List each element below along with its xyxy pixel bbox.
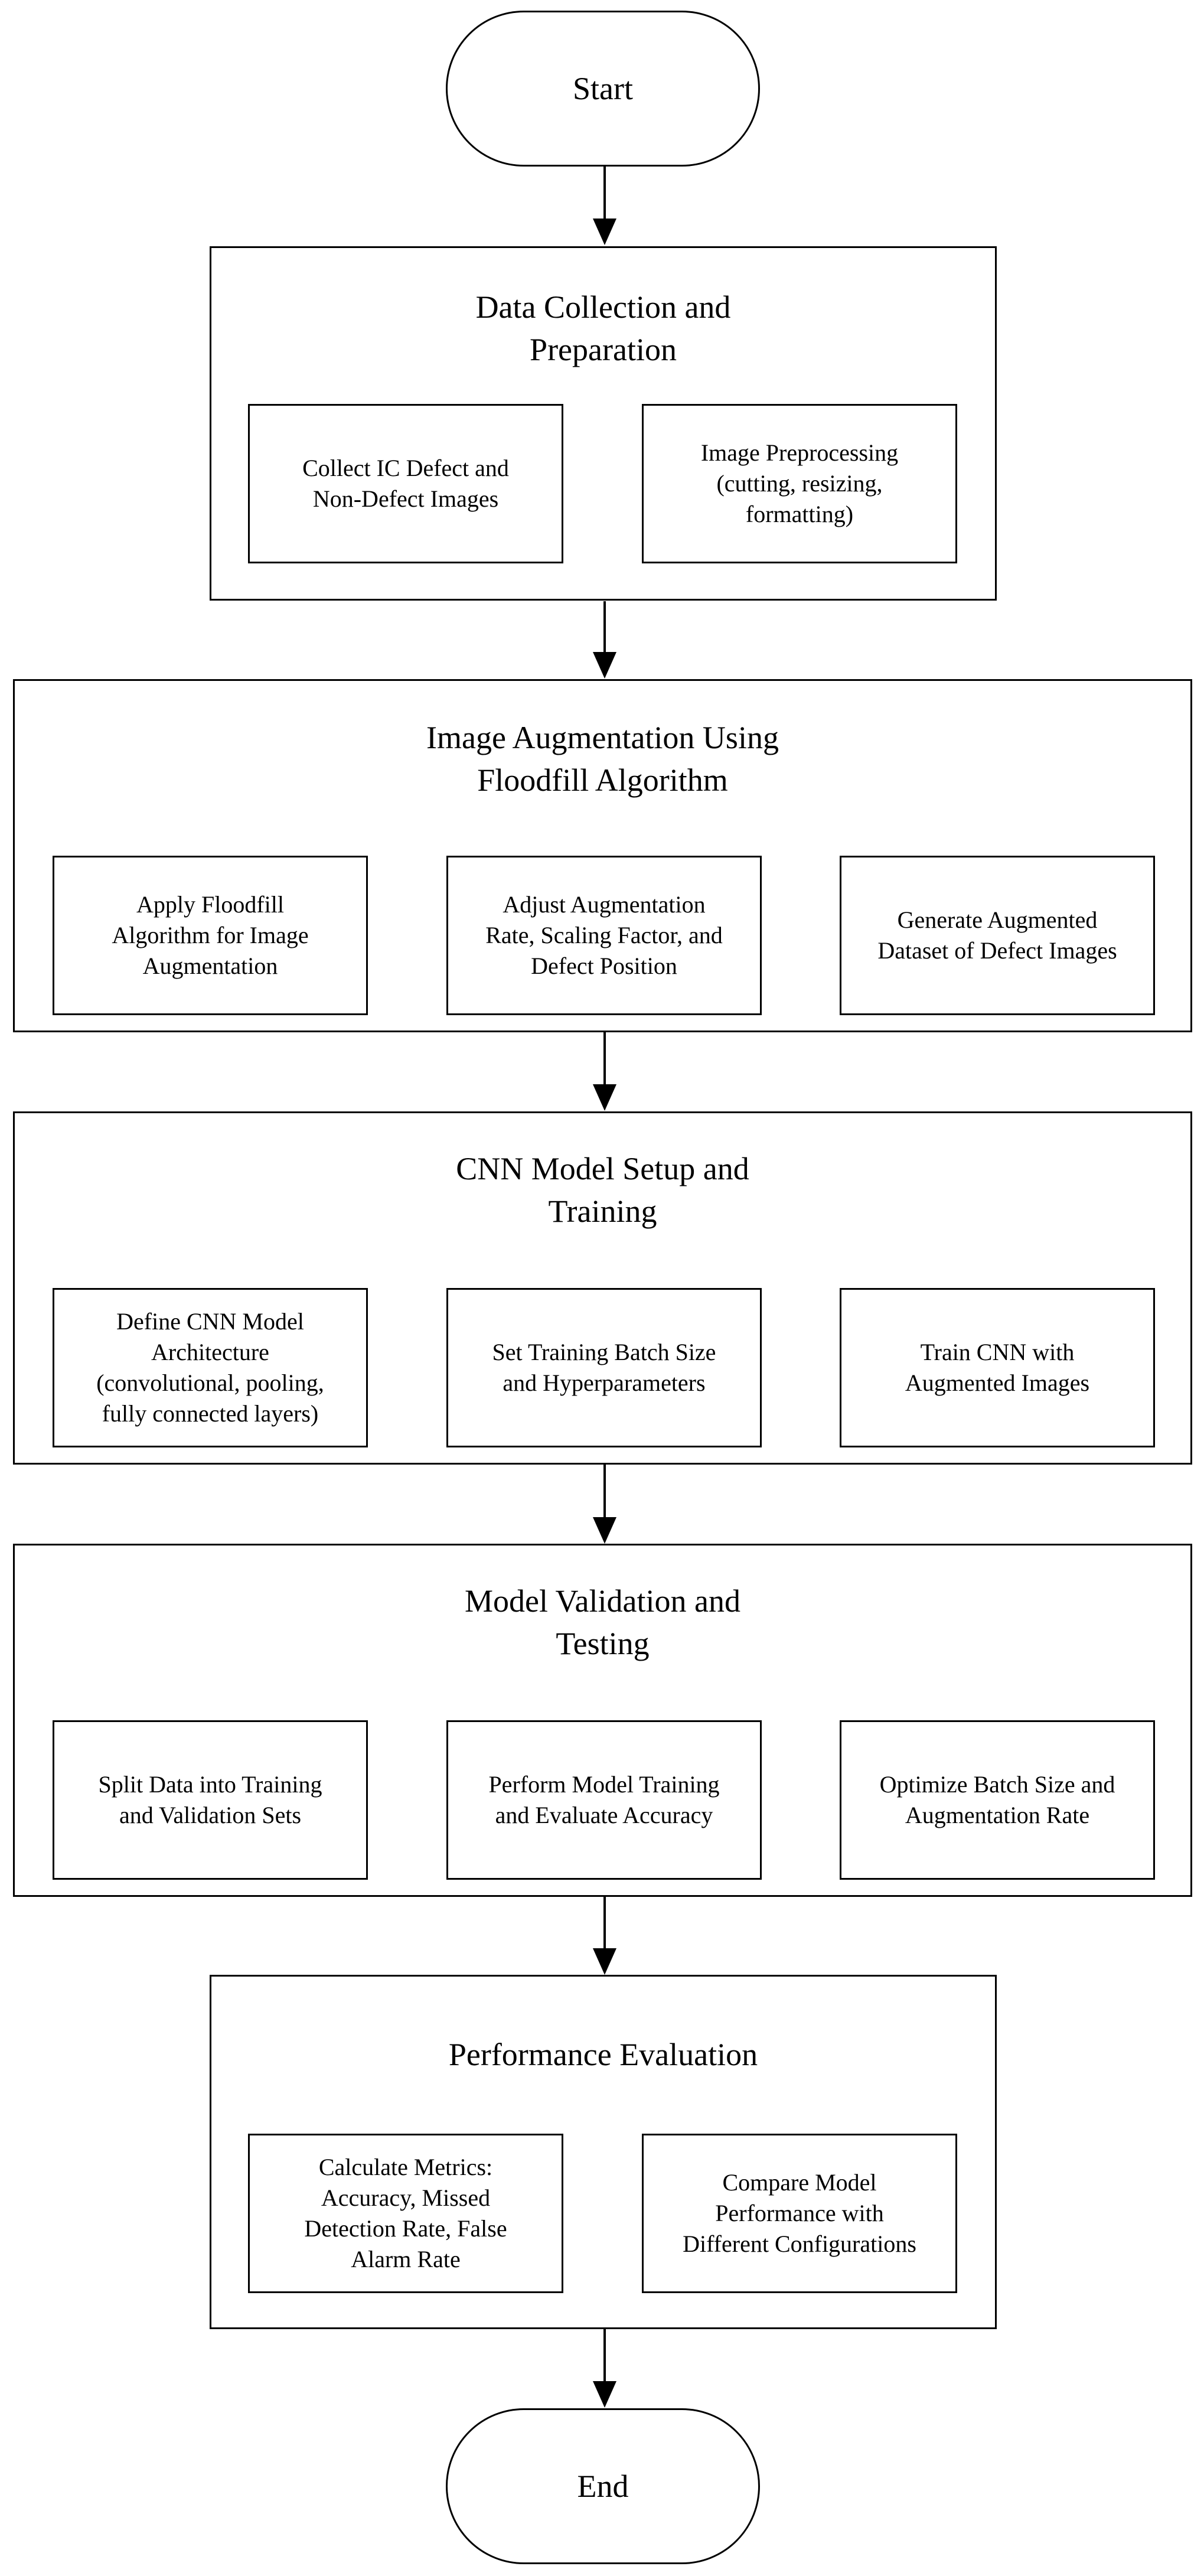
step-generate-dataset: Generate Augmented Dataset of Defect Ima…: [840, 856, 1155, 1015]
stage-model-validation: Model Validation and Testing Split Data …: [13, 1544, 1192, 1897]
step-text-line: (convolutional, pooling,: [96, 1369, 324, 1396]
step-text-line: Define CNN Model: [116, 1308, 304, 1335]
stage-performance-evaluation: Performance Evaluation Calculate Metrics…: [210, 1975, 997, 2329]
step-text-line: Image Preprocessing: [700, 439, 899, 466]
step-apply-floodfill: Apply Floodfill Algorithm for Image Augm…: [53, 856, 368, 1015]
step-set-batch-size: Set Training Batch Size and Hyperparamet…: [446, 1288, 762, 1447]
step-compare-performance: Compare Model Performance with Different…: [642, 2134, 957, 2293]
arrowhead: [593, 2381, 616, 2408]
step-text-line: Defect Position: [531, 953, 677, 979]
arrowhead: [593, 1084, 616, 1111]
stage-title: CNN Model Setup and Training: [15, 1147, 1190, 1232]
step-text-line: Generate Augmented: [897, 907, 1098, 933]
step-text-line: Algorithm for Image: [112, 922, 309, 948]
step-text-line: and Validation Sets: [119, 1802, 302, 1828]
step-text-line: and Evaluate Accuracy: [495, 1802, 713, 1828]
stage-title: Data Collection and Preparation: [211, 286, 995, 371]
arrowhead: [593, 1517, 616, 1544]
step-text-line: Different Configurations: [683, 2231, 916, 2257]
step-adjust-augmentation: Adjust Augmentation Rate, Scaling Factor…: [446, 856, 762, 1015]
step-text-line: Set Training Batch Size: [492, 1339, 716, 1365]
stage-title-line: Preparation: [530, 332, 677, 367]
step-optimize-batch: Optimize Batch Size and Augmentation Rat…: [840, 1720, 1155, 1880]
stage-title: Model Validation and Testing: [15, 1580, 1190, 1665]
step-calculate-metrics: Calculate Metrics: Accuracy, Missed Dete…: [248, 2134, 563, 2293]
step-text-line: Dataset of Defect Images: [877, 937, 1117, 964]
step-text-line: Compare Model: [722, 2169, 877, 2196]
step-text-line: Train CNN with: [920, 1339, 1075, 1365]
stage-data-collection: Data Collection and Preparation Collect …: [210, 246, 997, 601]
step-text-line: Architecture: [151, 1339, 269, 1365]
step-perform-training: Perform Model Training and Evaluate Accu…: [446, 1720, 762, 1880]
end-terminal: End: [446, 2408, 760, 2564]
arrowhead: [593, 652, 616, 679]
step-text-line: Accuracy, Missed: [321, 2184, 491, 2211]
arrowhead: [593, 219, 616, 245]
stage-cnn-setup: CNN Model Setup and Training Define CNN …: [13, 1111, 1192, 1465]
step-text-line: Collect IC Defect and: [302, 455, 509, 481]
stage-title-line: Data Collection and: [475, 289, 731, 325]
step-text-line: and Hyperparameters: [503, 1369, 706, 1396]
step-split-data: Split Data into Training and Validation …: [53, 1720, 368, 1880]
stage-title-line: Performance Evaluation: [448, 2037, 758, 2072]
stage-image-augmentation: Image Augmentation Using Floodfill Algor…: [13, 679, 1192, 1032]
stage-title-line: Training: [548, 1194, 657, 1229]
step-text-line: Rate, Scaling Factor, and: [485, 922, 723, 948]
stage-title: Image Augmentation Using Floodfill Algor…: [15, 716, 1190, 801]
step-text-line: Apply Floodfill: [136, 891, 285, 918]
step-text-line: Perform Model Training: [488, 1771, 720, 1798]
step-train-cnn: Train CNN with Augmented Images: [840, 1288, 1155, 1447]
stage-title-line: Image Augmentation Using: [426, 720, 779, 755]
stage-title-line: Floodfill Algorithm: [477, 762, 728, 798]
stage-title-line: Model Validation and: [465, 1583, 740, 1619]
step-image-preprocessing: Image Preprocessing (cutting, resizing, …: [642, 404, 957, 563]
stage-title: Performance Evaluation: [211, 2033, 995, 2076]
step-text-line: Performance with: [715, 2200, 884, 2226]
step-text-line: Alarm Rate: [351, 2246, 461, 2272]
start-label: Start: [573, 71, 633, 106]
step-text-line: formatting): [745, 501, 854, 527]
step-text-line: (cutting, resizing,: [716, 470, 883, 497]
step-text-line: Augmentation: [142, 953, 278, 979]
start-terminal: Start: [446, 11, 760, 167]
step-text-line: Augmented Images: [905, 1369, 1090, 1396]
step-collect-images: Collect IC Defect and Non-Defect Images: [248, 404, 563, 563]
arrowhead: [593, 1948, 616, 1975]
step-text-line: Split Data into Training: [98, 1771, 322, 1798]
step-text-line: fully connected layers): [102, 1400, 319, 1427]
step-text-line: Calculate Metrics:: [318, 2154, 493, 2180]
end-label: End: [577, 2469, 629, 2504]
stage-title-line: CNN Model Setup and: [456, 1151, 749, 1186]
step-text-line: Augmentation Rate: [905, 1802, 1090, 1828]
step-text-line: Adjust Augmentation: [503, 891, 706, 918]
step-text-line: Optimize Batch Size and: [879, 1771, 1115, 1798]
step-text-line: Detection Rate, False: [304, 2215, 507, 2242]
step-define-cnn: Define CNN Model Architecture (convoluti…: [53, 1288, 368, 1447]
stage-title-line: Testing: [556, 1626, 650, 1661]
step-text-line: Non-Defect Images: [312, 485, 499, 512]
